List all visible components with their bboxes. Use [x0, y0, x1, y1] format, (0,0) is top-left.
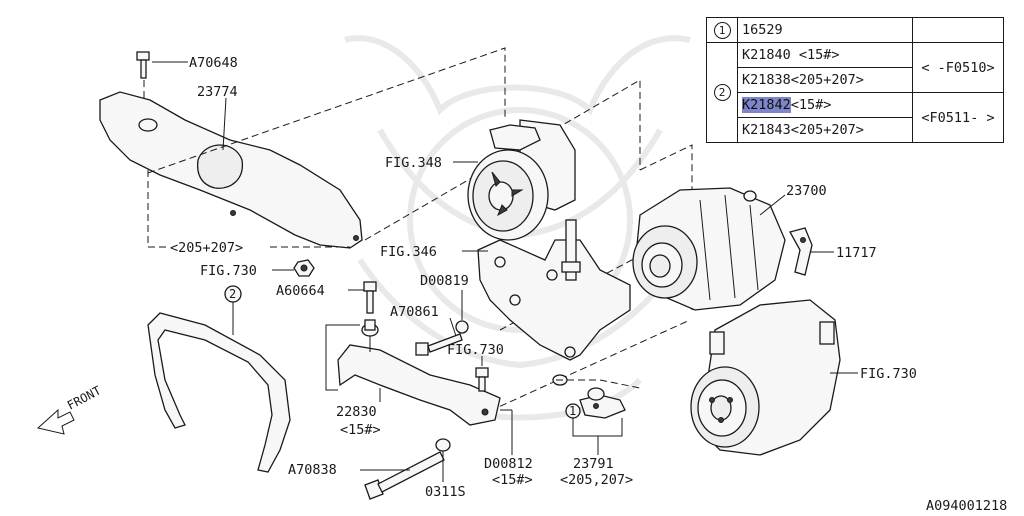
table-row[interactable]: K21838<205+207> [707, 67, 1004, 93]
washer-0311s[interactable] [435, 438, 451, 452]
callout-2-badge: 2 [713, 84, 731, 101]
bolt-a70648[interactable] [136, 51, 150, 79]
part-cell[interactable]: K21838<205+207> [737, 67, 913, 93]
table-row[interactable]: K21842<15#> <F0511- > [707, 92, 1004, 143]
index-cell: 1 [706, 17, 738, 43]
label-23700: 23700 [786, 183, 827, 199]
diagram-id: A094001218 [926, 498, 1007, 512]
tensioner-23791[interactable] [579, 387, 626, 419]
bolt-a70861[interactable] [415, 333, 463, 356]
part-number-highlighted[interactable]: K21842 [742, 97, 791, 113]
callout-2: 2 [229, 287, 236, 301]
label-front: FRONT [65, 383, 103, 412]
bracket-22830[interactable] [337, 319, 501, 426]
part-spec: <15#> [798, 47, 840, 63]
bolt-a70838[interactable] [364, 451, 445, 500]
label-a60664: A60664 [276, 283, 325, 299]
note-cell [912, 17, 1004, 43]
label-0311s: 0311S [425, 484, 466, 500]
part-cell[interactable]: 16529 [737, 17, 913, 43]
part-spec: <205+207> [790, 72, 864, 88]
label-a70861: A70861 [390, 304, 439, 320]
alternator-23700[interactable] [632, 187, 786, 311]
label-23774: 23774 [197, 84, 238, 100]
bolt-fig730-middle[interactable] [475, 367, 489, 392]
part-spec: <15#> [790, 97, 832, 113]
label-d00812-spec: <15#> [492, 472, 533, 488]
note: <F0511- > [921, 109, 995, 126]
part-number: 16529 [742, 22, 783, 38]
callout-1: 1 [569, 404, 576, 418]
power-steering-pump[interactable] [467, 119, 576, 241]
table-row[interactable]: 1 16529 [706, 17, 1004, 43]
label-205-207: <205+207> [170, 240, 243, 256]
ac-compressor[interactable] [690, 299, 841, 456]
table-row[interactable]: 2 K21840 <15#> < -F0510> [706, 42, 1004, 143]
part-cell[interactable]: K21843<205+207> [737, 117, 913, 143]
label-11717: 11717 [836, 245, 877, 261]
note-cell: <F0511- > [912, 92, 1004, 143]
callout-1-badge: 1 [713, 21, 731, 39]
washer-d00819[interactable] [455, 320, 469, 334]
table-row[interactable]: K21843<205+207> [707, 117, 1004, 143]
part-number: K21838 [742, 72, 791, 88]
bracket-fig346[interactable] [477, 219, 631, 361]
note-cell: < -F0510> [912, 42, 1004, 93]
parts-table: 1 16529 2 K21840 <15#> < -F0510> K21838<… [706, 17, 1004, 143]
label-22830-spec: <15#> [340, 422, 381, 438]
bolt-a60664[interactable] [363, 281, 377, 314]
part-number: K21840 [742, 47, 791, 63]
label-a70838: A70838 [288, 462, 337, 478]
label-d00812: D00812 [484, 456, 533, 472]
label-d00819: D00819 [420, 273, 469, 289]
drive-belt[interactable] [147, 312, 291, 473]
part-cell[interactable]: K21842<15#> [737, 92, 913, 118]
bracket-11717[interactable] [789, 227, 813, 276]
part-spec: <205+207> [790, 122, 864, 138]
label-fig348: FIG.348 [385, 155, 442, 171]
label-fig730-middle: FIG.730 [447, 342, 504, 358]
label-23791-spec: <205,207> [560, 472, 633, 488]
index-cell: 2 [706, 42, 738, 143]
cover-23774[interactable] [99, 91, 363, 249]
front-arrow [36, 408, 75, 435]
label-a70648: A70648 [189, 55, 238, 71]
note: < -F0510> [921, 59, 995, 76]
part-cell[interactable]: K21840 <15#> [737, 42, 913, 68]
label-fig730-compressor: FIG.730 [860, 366, 917, 382]
label-22830: 22830 [336, 404, 377, 420]
nut-fig730[interactable] [293, 259, 315, 277]
label-23791: 23791 [573, 456, 614, 472]
label-fig730-top: FIG.730 [200, 263, 257, 279]
label-fig346: FIG.346 [380, 244, 437, 260]
part-number: K21843 [742, 122, 791, 138]
